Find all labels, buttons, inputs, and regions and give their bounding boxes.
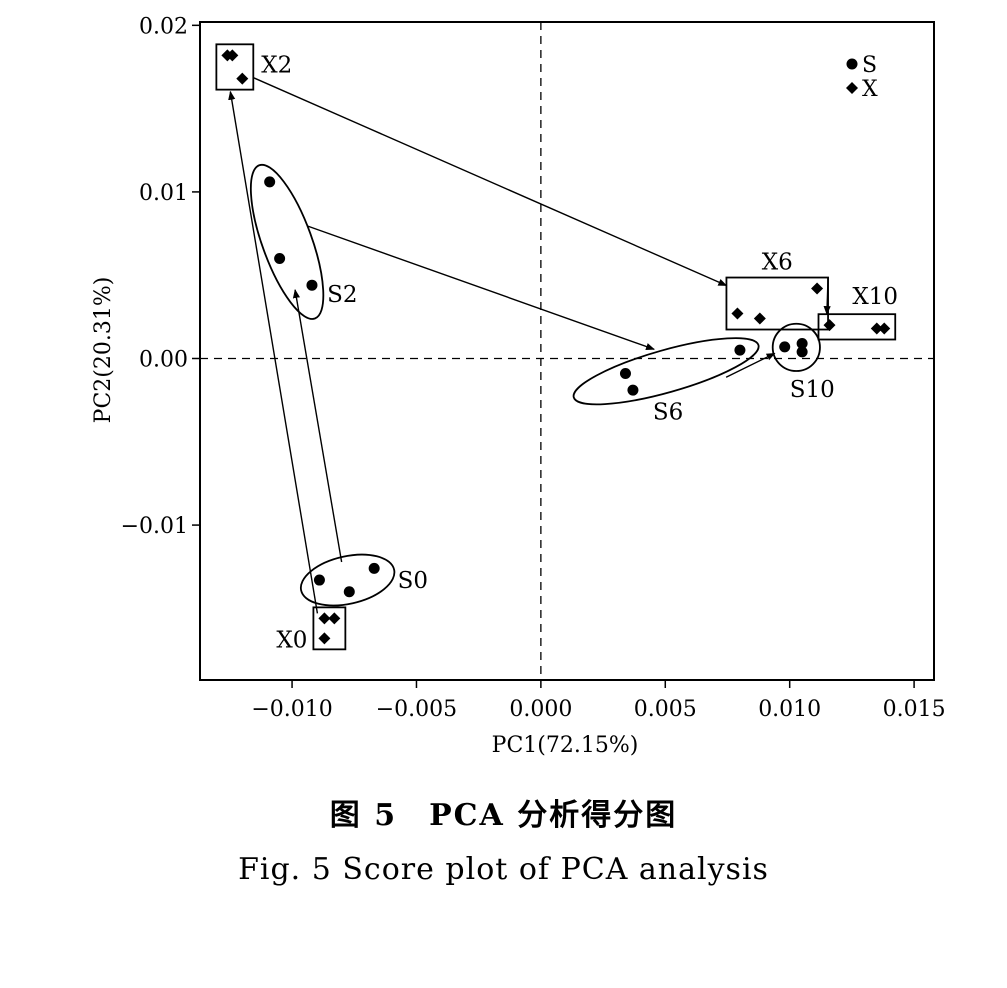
y-tick-label: 0.01 xyxy=(139,181,188,206)
group-label-s10: S10 xyxy=(790,377,835,403)
point-x0 xyxy=(328,612,341,625)
point-x0 xyxy=(318,632,331,645)
x-tick-label: 0.000 xyxy=(509,697,572,722)
arrow-x6-x10 xyxy=(823,277,831,316)
legend-label-x: X xyxy=(862,77,878,102)
point-x6 xyxy=(811,282,824,295)
group-box-x0 xyxy=(312,606,347,651)
point-s0 xyxy=(368,562,380,574)
group-box-x6 xyxy=(725,276,829,331)
legend-label-s: S xyxy=(862,53,877,78)
plot-frame xyxy=(199,21,935,681)
point-s6 xyxy=(734,344,746,356)
point-s6 xyxy=(619,367,631,379)
arrow-s6-s10 xyxy=(725,352,776,378)
x-tick-label: 0.005 xyxy=(634,697,697,722)
point-s10 xyxy=(796,346,808,358)
group-ellipse-s0 xyxy=(299,553,396,607)
arrow-s2-s6 xyxy=(306,225,655,350)
group-ellipse-s2 xyxy=(249,163,325,320)
point-x6 xyxy=(731,307,744,320)
figure-caption-chinese: 图 5 PCA 分析得分图 xyxy=(329,798,678,833)
y-tick-label: −0.01 xyxy=(121,514,188,539)
point-x2 xyxy=(226,49,239,62)
point-s0 xyxy=(313,574,325,586)
group-box-x2 xyxy=(215,43,255,91)
group-label-x2: X2 xyxy=(261,52,292,78)
point-s10 xyxy=(796,338,808,350)
x-tick-label: −0.010 xyxy=(251,697,332,722)
point-s2 xyxy=(274,253,286,265)
point-s10 xyxy=(779,341,791,353)
point-s2 xyxy=(264,176,276,188)
point-x0 xyxy=(318,612,331,625)
x-axis-title: PC1(72.15%) xyxy=(492,733,639,758)
point-s2 xyxy=(306,279,318,291)
arrow-x2-x6 xyxy=(253,76,728,287)
group-label-x6: X6 xyxy=(762,250,793,276)
point-x10 xyxy=(823,319,836,332)
point-x10 xyxy=(870,322,883,335)
group-label-x10: X10 xyxy=(852,284,898,310)
point-x2 xyxy=(236,72,249,85)
group-ellipse-s6 xyxy=(572,337,760,406)
x-tick-label: 0.010 xyxy=(758,697,821,722)
point-x10 xyxy=(878,322,891,335)
group-box-x10 xyxy=(817,313,897,341)
arrow-x0-x2 xyxy=(228,90,319,614)
group-label-s6: S6 xyxy=(653,399,683,425)
point-s0 xyxy=(343,586,355,598)
group-label-s0: S0 xyxy=(398,568,428,594)
x-tick-label: 0.015 xyxy=(883,697,946,722)
y-tick-label: 0.02 xyxy=(139,14,188,39)
point-x6 xyxy=(753,312,766,325)
y-tick-label: 0.00 xyxy=(139,347,188,372)
group-label-s2: S2 xyxy=(327,282,357,308)
y-axis-title: PC2(20.31%) xyxy=(91,277,116,424)
figure-caption-english: Fig. 5 Score plot of PCA analysis xyxy=(238,852,769,887)
group-label-x0: X0 xyxy=(276,627,307,653)
x-tick-label: −0.005 xyxy=(376,697,457,722)
legend-marker-s xyxy=(846,58,858,70)
legend-marker-x xyxy=(846,82,858,94)
arrow-s0-s2 xyxy=(292,289,343,563)
group-ellipse-s10 xyxy=(771,322,821,372)
point-s6 xyxy=(627,384,639,396)
